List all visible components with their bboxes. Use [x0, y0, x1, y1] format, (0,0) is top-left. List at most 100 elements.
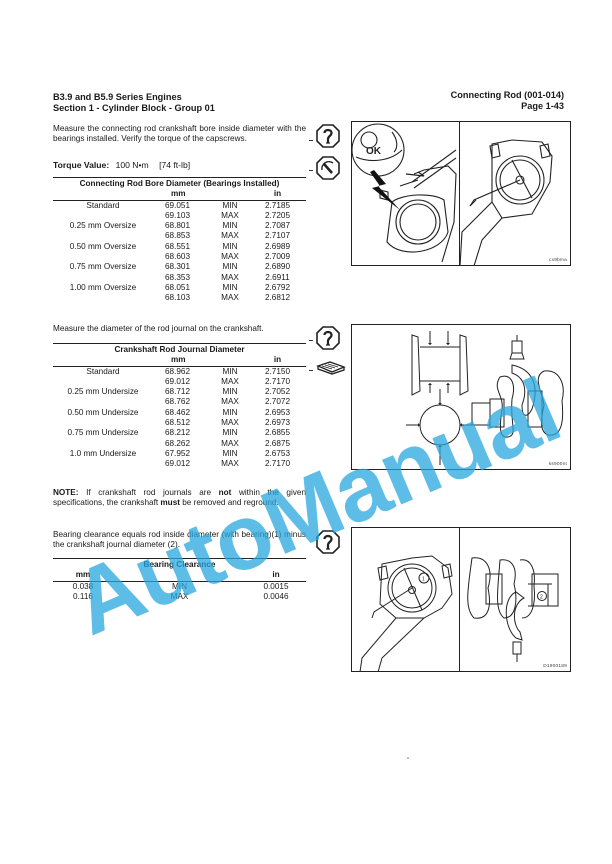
unit-mm: mm [153, 355, 211, 367]
row-label: 0.25 mm Oversize [69, 221, 137, 231]
note-paragraph: NOTE: If crankshaft rod journals are not… [53, 488, 307, 508]
value-mm: 68.103 [165, 293, 191, 303]
figure-rod-bore-measure: OK cx9bma [351, 121, 571, 267]
limit: MIN [222, 262, 238, 272]
row-label [53, 377, 153, 387]
value-in: 2.6953 [264, 407, 291, 417]
value-in: 2.7087 [264, 221, 291, 231]
question-mark-hex-icon [316, 326, 340, 350]
row-label: 0.75 mm Undersize [67, 428, 139, 438]
value-mm: 67.952 [165, 448, 191, 458]
limit: MIN [222, 221, 238, 231]
table-row: 68.103 MAX 2.6812 [53, 293, 306, 303]
value-in: 2.7072 [264, 397, 291, 407]
value-mm: 68.262 [165, 438, 191, 448]
figure-code: ks900nt [548, 462, 567, 467]
unit-in: in [249, 355, 306, 367]
margin-tick [309, 170, 313, 171]
table-row: 0.116 MAX 0.0046 [73, 591, 289, 601]
limit: MIN [222, 200, 238, 210]
figure-bearing-clearance: 1 2 D1900189 [351, 527, 571, 673]
crankshaft-journal-illustration [406, 331, 564, 465]
row-label: 1.00 mm Oversize [69, 282, 137, 292]
row-label: 0.75 mm Oversize [69, 262, 137, 272]
value-in: 2.6812 [264, 293, 291, 303]
page-header-left: B3.9 and B5.9 Series Engines Section 1 -… [53, 92, 215, 113]
value-mm: 68.051 [165, 282, 191, 292]
value-mm: 68.853 [165, 231, 191, 241]
value-mm: 69.103 [165, 210, 191, 220]
rod-and-crankshaft-illustration: 1 2 [359, 555, 559, 673]
limit: MAX [221, 293, 239, 303]
journal-diameter-table: Crankshaft Rod Journal Diameter mm in St… [53, 343, 306, 470]
unit-in: in [246, 570, 306, 582]
margin-tick [309, 370, 313, 371]
value-in: 2.7009 [264, 252, 291, 262]
torque-spec: Torque Value: 100 N•m [74 ft-lb] [53, 160, 190, 170]
svg-text:OK: OK [366, 146, 382, 157]
limit: MAX [221, 397, 239, 407]
value-in: 2.6911 [265, 272, 290, 282]
limit: MAX [221, 438, 239, 448]
value-in: 2.7205 [264, 210, 291, 220]
row-label [53, 418, 153, 428]
page-number: Page 1-43 [521, 100, 564, 111]
row-label [53, 459, 153, 469]
unit-mm: mm [53, 570, 113, 582]
table-row: 68.762 MAX 2.7072 [53, 397, 306, 407]
value-mm: 68.962 [165, 366, 191, 376]
bore-diameter-table: Connecting Rod Bore Diameter (Bearings I… [53, 177, 306, 304]
section-title: Section 1 - Cylinder Block - Group 01 [53, 102, 215, 113]
table-row: 68.353 MAX 2.6911 [53, 273, 306, 283]
value-in: 2.7170 [264, 459, 291, 469]
limit: MIN [222, 282, 238, 292]
question-mark-hex-icon [316, 530, 340, 554]
value-mm: 68.712 [165, 387, 191, 397]
row-label: 0.50 mm Undersize [67, 407, 139, 417]
row-label: 0.50 mm Oversize [69, 241, 137, 251]
limit: MAX [221, 418, 239, 428]
row-label: 1.0 mm Undersize [69, 448, 137, 458]
value-mm: 69.012 [165, 376, 191, 386]
open-book-icon [316, 360, 346, 376]
value-mm: 68.301 [165, 262, 191, 272]
value-mm: 68.462 [165, 407, 191, 417]
value-mm: 68.353 [165, 272, 191, 282]
limit: MAX [221, 252, 239, 262]
value-in: 2.6989 [264, 241, 291, 251]
value-in: 2.6973 [264, 418, 291, 428]
unit-mm: mm [153, 189, 211, 201]
value-in: 2.6855 [264, 428, 291, 438]
table-row: 0.038 MIN 0.0015 [72, 581, 289, 591]
margin-tick [309, 140, 313, 141]
value-in: 2.7052 [264, 387, 291, 397]
table-title: Bearing Clearance [53, 558, 306, 571]
row-label [53, 293, 153, 303]
value-mm: 68.762 [165, 397, 191, 407]
limit: MAX [221, 272, 239, 282]
torque-wrench-hex-icon [316, 156, 340, 180]
value-in: 2.6753 [264, 448, 291, 458]
limit: MIN [222, 387, 238, 397]
engine-series-title: B3.9 and B5.9 Series Engines [53, 92, 182, 102]
table-title: Connecting Rod Bore Diameter (Bearings I… [53, 177, 306, 190]
figure-journal-measure: ks900nt [351, 324, 571, 470]
row-label [53, 252, 153, 262]
limit: MIN [222, 241, 238, 251]
limit: MAX [221, 459, 239, 469]
connecting-rod-illustration: OK [352, 123, 553, 267]
limit: MAX [221, 231, 239, 241]
clearance-instruction: Bearing clearance equals rod inside diam… [53, 530, 306, 550]
value-in: 2.7107 [264, 231, 291, 241]
